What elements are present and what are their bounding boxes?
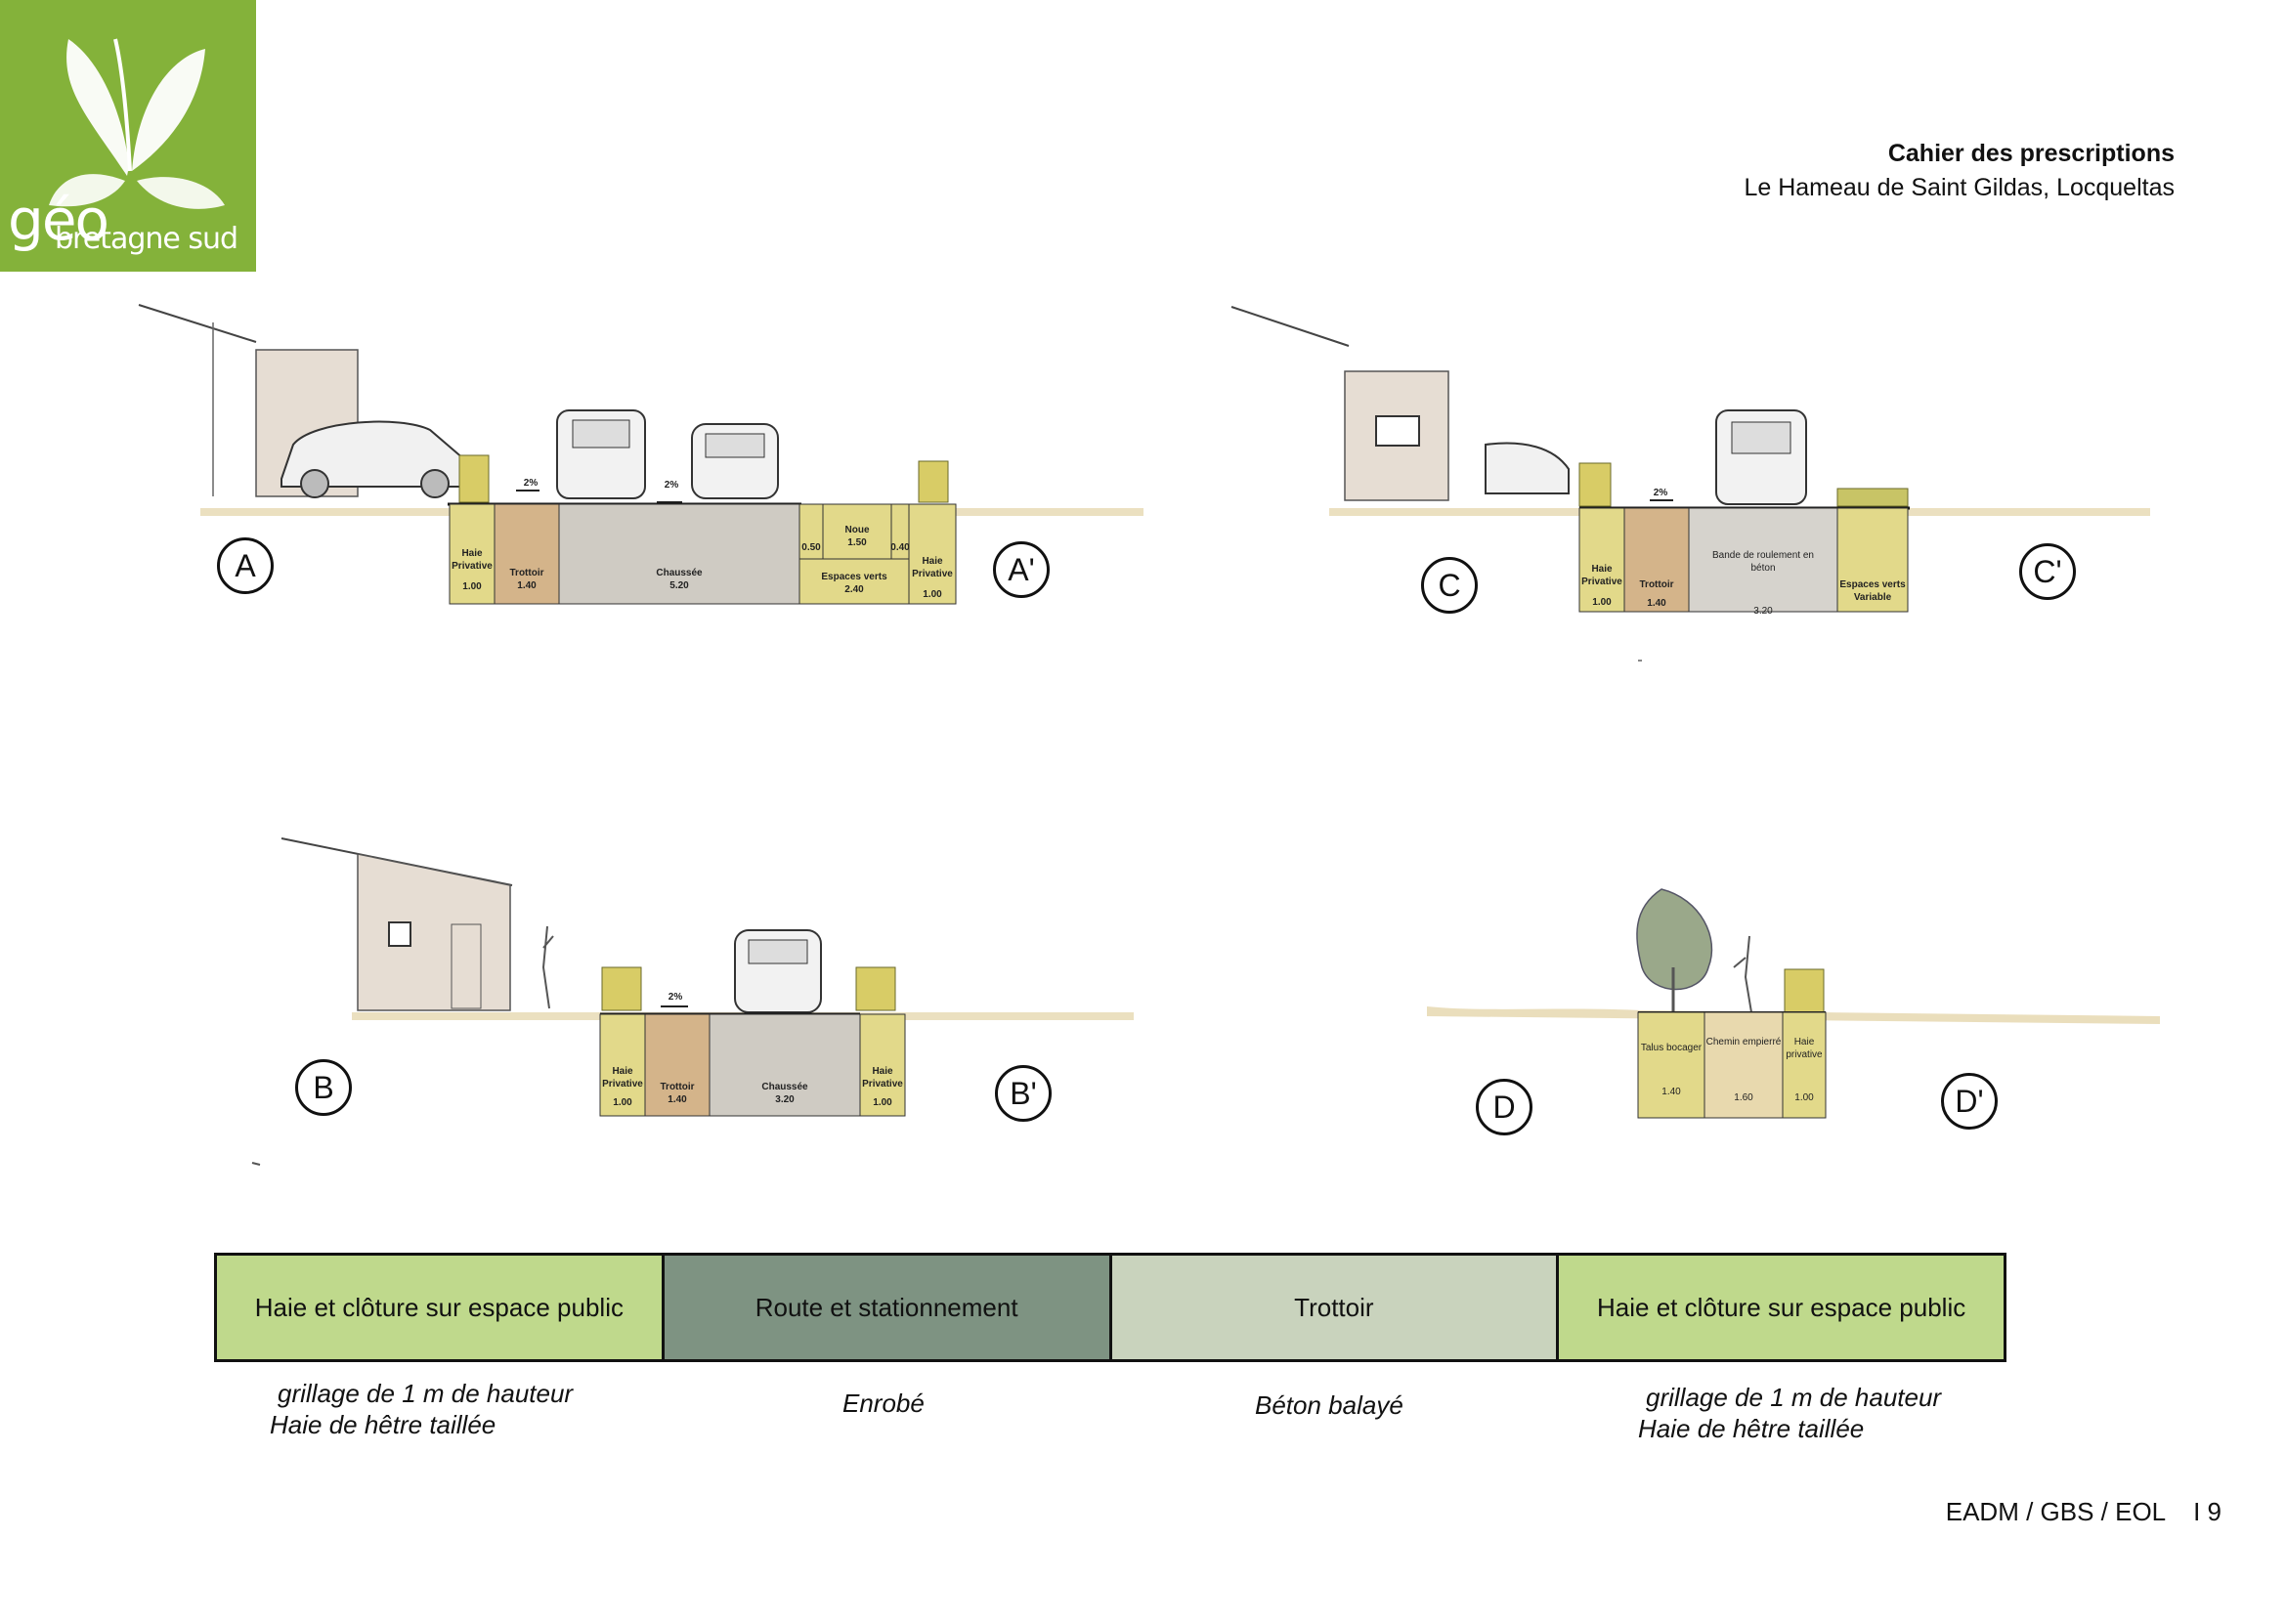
car-side-icon: [280, 420, 473, 488]
person-icon-d: [1733, 935, 1752, 1013]
tree-icon: [1636, 888, 1713, 991]
legend-cell-haie-2: Haie et clôture sur espace public: [1559, 1256, 2004, 1359]
section-marker-c-prime: C': [2019, 543, 2076, 600]
geo-bretagne-sud-logo: géo bretagne sud: [0, 0, 256, 272]
document-header: Cahier des prescriptions Le Hameau de Sa…: [1744, 137, 2175, 205]
person-icon: [541, 925, 554, 1009]
hedge-icon: [458, 454, 490, 503]
legend-note-trottoir: Béton balayé: [1255, 1390, 1403, 1420]
logo-word: géo: [8, 187, 109, 253]
section-cc-drawing: [1230, 306, 2150, 662]
legend-cell-trottoir: Trottoir: [1111, 1256, 1560, 1359]
hedge-icon-c: [1578, 462, 1612, 507]
dim-small-2: 0.40: [890, 542, 910, 553]
document-subtitle: Le Hameau de Saint Gildas, Locqueltas: [1744, 174, 2175, 201]
legend-note-route: Enrobé: [842, 1389, 925, 1418]
document-title: Cahier des prescriptions: [1887, 140, 2175, 167]
section-marker-d-prime: D': [1941, 1073, 1998, 1130]
butterfly-logo-icon: [49, 38, 225, 209]
section-bb-drawing: [251, 837, 1134, 1166]
hedge-icon-d: [1784, 968, 1825, 1013]
section-marker-c: C: [1421, 557, 1478, 614]
legend-note-haie-2b: Haie de hêtre taillée: [1638, 1414, 1865, 1443]
hedge-icon-b: [601, 966, 642, 1011]
section-aa-drawing: [138, 304, 1143, 605]
footer-text: EADM / GBS / EOL: [1945, 1497, 2166, 1526]
section-marker-a-prime: A': [993, 541, 1050, 598]
legend-cell-haie-1: Haie et clôture sur espace public: [217, 1256, 665, 1359]
logo-subtitle: bretagne sud: [55, 222, 238, 256]
section-marker-b-prime: B': [995, 1065, 1052, 1122]
legend-cell-route: Route et stationnement: [664, 1256, 1112, 1359]
slope-label-1: 2%: [523, 478, 539, 489]
car-side-icon-c: [1485, 442, 1570, 494]
slope-label-2: 2%: [664, 480, 679, 491]
section-marker-b: B: [295, 1059, 352, 1116]
legend-note-haie-1a: grillage de 1 m de hauteur: [278, 1379, 574, 1408]
section-dd-drawing: [1427, 888, 2160, 1119]
hedge-icon-2: [918, 460, 949, 503]
slope-label-c: 2%: [1653, 488, 1668, 498]
legend-note-haie-2a: grillage de 1 m de hauteur: [1646, 1383, 1942, 1412]
shed-icon: [357, 853, 511, 1011]
slope-label-b: 2%: [668, 992, 683, 1003]
page-number: I 9: [2193, 1497, 2221, 1526]
section-marker-d: D: [1476, 1079, 1532, 1135]
hedge-icon-b-2: [855, 966, 896, 1011]
section-marker-a: A: [217, 537, 274, 594]
page-footer: EADM / GBS / EOL I 9: [1946, 1497, 2221, 1527]
materials-legend: Haie et clôture sur espace public Route …: [214, 1253, 2006, 1362]
dim-small-1: 0.50: [801, 542, 821, 553]
legend-note-haie-1b: Haie de hêtre taillée: [270, 1410, 496, 1439]
